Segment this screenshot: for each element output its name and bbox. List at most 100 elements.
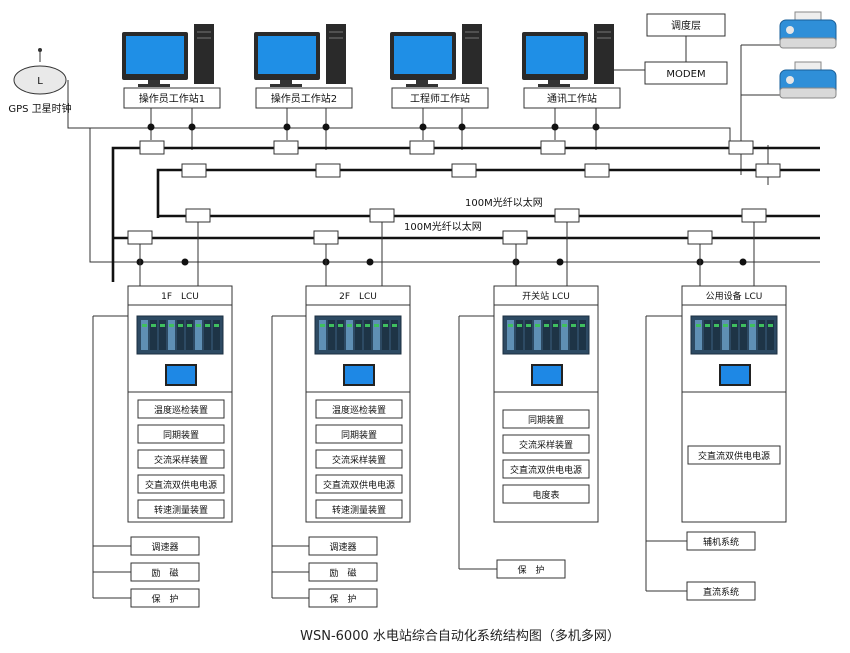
junction-dots xyxy=(136,123,747,266)
device-box xyxy=(315,399,403,419)
gps-symbol: L xyxy=(37,76,43,87)
svg-text:调度层: 调度层 xyxy=(671,19,701,32)
device-label: 交直流双供电电源 xyxy=(323,479,395,491)
device-label: 交流采样装置 xyxy=(332,454,386,466)
switch-node xyxy=(369,208,395,223)
switch-node xyxy=(540,140,566,155)
device-box xyxy=(687,445,781,465)
device-box xyxy=(315,424,403,444)
external-device-box xyxy=(308,536,378,556)
lcu-title: 2F LCU xyxy=(339,292,377,302)
external-device-label: 调速器 xyxy=(329,542,356,553)
device-label: 交直流双供电电源 xyxy=(510,464,582,476)
modem-box: MODEM xyxy=(644,61,728,85)
external-device-label: 保 护 xyxy=(329,593,356,605)
workstation-label: 操作员工作站2 xyxy=(271,92,337,105)
network-switches xyxy=(127,140,781,245)
external-device-label: 保 护 xyxy=(517,564,544,576)
switch-node xyxy=(185,208,211,223)
device-box xyxy=(502,459,590,479)
workstation: 工程师工作站 xyxy=(390,24,489,109)
workstation-label: 通讯工作站 xyxy=(547,92,597,105)
switch-node xyxy=(741,208,767,223)
switch-node xyxy=(584,163,610,178)
monitor-screen xyxy=(258,36,316,74)
device-box xyxy=(137,499,225,519)
switch-node xyxy=(728,140,754,155)
external-device-box xyxy=(496,559,566,579)
device-label: 交直流双供电电源 xyxy=(145,479,217,491)
device-label: 交流采样装置 xyxy=(519,439,573,451)
switch-node xyxy=(409,140,435,155)
external-device-box xyxy=(130,562,200,582)
device-label: 交流采样装置 xyxy=(154,454,208,466)
external-device-box xyxy=(308,562,378,582)
device-label: 电度表 xyxy=(532,489,559,501)
external-device-label: 保 护 xyxy=(151,593,178,605)
device-label: 同期装置 xyxy=(163,429,199,441)
external-device-label: 辅机系统 xyxy=(703,536,739,548)
switch-node xyxy=(315,163,341,178)
workstation-label: 操作员工作站1 xyxy=(139,92,205,105)
switch-node xyxy=(139,140,165,155)
switch-node xyxy=(181,163,207,178)
external-device-label: 励 磁 xyxy=(329,567,356,579)
device-label: 交直流双供电电源 xyxy=(698,450,770,462)
device-label: 转速测量装置 xyxy=(154,504,208,516)
switch-node xyxy=(127,230,153,245)
dispatch-box: 调度层 xyxy=(646,13,726,37)
external-device-box xyxy=(130,536,200,556)
diagram-title: WSN-6000 水电站综合自动化系统结构图（多机多网） xyxy=(300,628,620,644)
gps-clock: L GPS 卫星时钟 xyxy=(8,48,72,115)
switch-node xyxy=(502,230,528,245)
device-box xyxy=(315,449,403,469)
svg-text:MODEM: MODEM xyxy=(666,69,705,80)
switch-node xyxy=(273,140,299,155)
device-label: 同期装置 xyxy=(341,429,377,441)
lcu-title: 开关站 LCU xyxy=(522,290,570,302)
switch-node xyxy=(313,230,339,245)
switch-node xyxy=(554,208,580,223)
external-device-box xyxy=(308,588,378,608)
external-device-label: 直流系统 xyxy=(703,586,739,598)
lcu-cabinet: 1F LCU 温度巡检装置同期装置交流采样装置交直流双供电电源转速测量装置调速器励… xyxy=(92,285,233,608)
workstation: 操作员工作站2 xyxy=(254,24,353,109)
device-label: 温度巡检装置 xyxy=(332,404,386,416)
workstation: 通讯工作站 xyxy=(522,24,621,109)
monitor-screen xyxy=(526,36,584,74)
device-label: 温度巡检装置 xyxy=(154,404,208,416)
device-box xyxy=(502,484,590,504)
external-device-label: 调速器 xyxy=(151,542,178,553)
device-label: 转速测量装置 xyxy=(332,504,386,516)
workstation: 操作员工作站1 xyxy=(122,24,221,109)
device-box xyxy=(137,399,225,419)
device-box xyxy=(315,474,403,494)
device-label: 同期装置 xyxy=(528,414,564,426)
device-box xyxy=(137,474,225,494)
lcu-cabinet: 2F LCU 温度巡检装置同期装置交流采样装置交直流双供电电源转速测量装置调速器励… xyxy=(271,285,411,608)
workstation-label: 工程师工作站 xyxy=(410,92,470,105)
device-box xyxy=(502,409,590,429)
lcu-drops xyxy=(139,222,755,286)
network-label-lower: 100M光纤以太网 xyxy=(404,220,482,233)
gps-label: GPS 卫星时钟 xyxy=(8,102,71,115)
lcu-title: 1F LCU xyxy=(161,292,199,302)
monitor-screen xyxy=(394,36,452,74)
external-device-label: 励 磁 xyxy=(151,567,178,579)
device-box xyxy=(137,424,225,444)
device-box xyxy=(137,449,225,469)
switch-node xyxy=(451,163,477,178)
lcu-title: 公用设备 LCU xyxy=(706,290,763,302)
external-device-box xyxy=(130,588,200,608)
external-device-box xyxy=(686,531,756,551)
switch-node xyxy=(687,230,713,245)
external-device-box xyxy=(686,581,756,601)
switch-node xyxy=(755,163,781,178)
network-label-upper: 100M光纤以太网 xyxy=(465,196,543,209)
device-box xyxy=(315,499,403,519)
printer-icon xyxy=(779,61,837,99)
monitor-screen xyxy=(126,36,184,74)
